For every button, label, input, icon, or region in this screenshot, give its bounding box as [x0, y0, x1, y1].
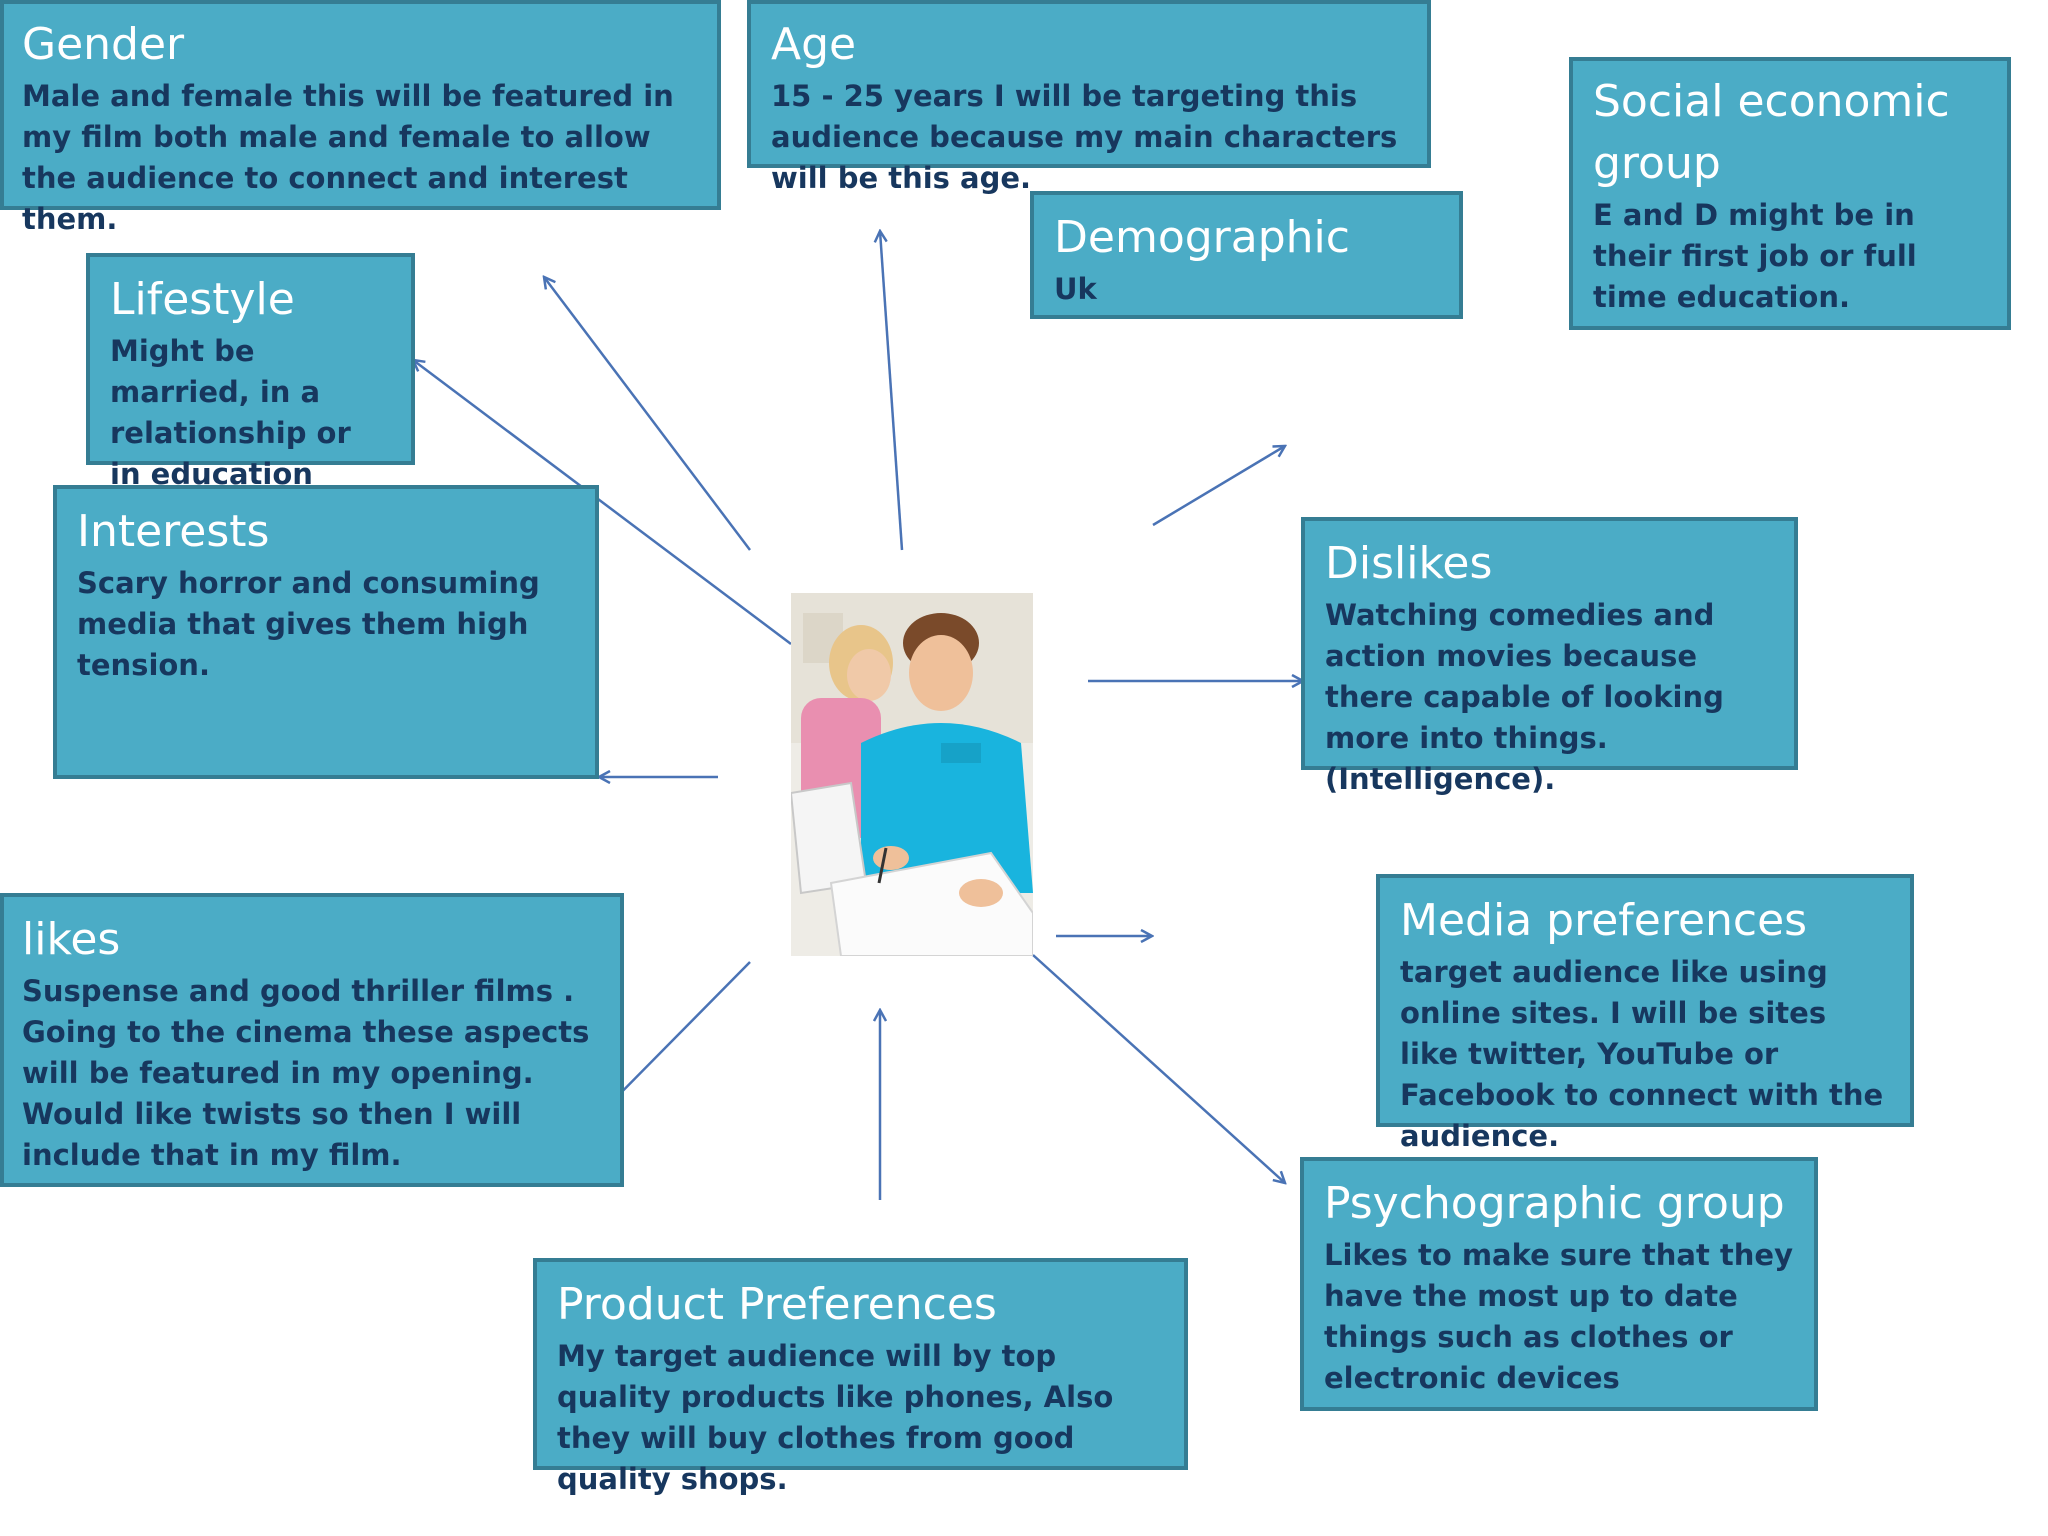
demographic-body: Uk [1054, 272, 1097, 306]
age-box: Age 15 - 25 years I will be targeting th… [747, 0, 1431, 195]
psychographic-group-body: Likes to make sure that they have the mo… [1324, 1238, 1793, 1395]
interests-title: Interests [77, 506, 270, 557]
arrow-to-psychographic [1032, 954, 1285, 1183]
arrow-to-demographic-area [1152, 446, 1285, 527]
product-preferences-body: My target audience will by top quality p… [557, 1339, 1114, 1496]
gender-body: Male and female this will be featured in… [22, 79, 674, 236]
product-preferences-title: Product Preferences [557, 1279, 997, 1330]
dislikes-body: Watching comedies and action movies beca… [1325, 598, 1724, 796]
social-economic-group-title: Social economic group [1593, 76, 1950, 189]
media-preferences-title: Media preferences [1400, 895, 1808, 946]
students-at-laptop-photo [791, 593, 1033, 956]
lifestyle-body: Might be married, in a relationship or i… [110, 334, 351, 491]
demographic-title: Demographic [1054, 212, 1350, 263]
social-economic-group-box: Social economic group E and D might be i… [1569, 57, 2011, 330]
gender-box: Gender Male and female this will be feat… [0, 0, 721, 236]
psychographic-group-title: Psychographic group [1324, 1178, 1785, 1229]
likes-title: likes [22, 914, 121, 965]
demographic-box: Demographic Uk [1030, 191, 1463, 319]
age-body: 15 - 25 years I will be targeting this a… [771, 79, 1398, 195]
likes-box: likes Suspense and good thriller films .… [0, 893, 624, 1187]
lifestyle-box: Lifestyle Might be married, in a relatio… [86, 253, 415, 491]
photo-illustration [791, 593, 1033, 956]
arrow-to-age [880, 231, 904, 551]
interests-box: Interests Scary horror and consuming med… [53, 485, 599, 779]
dislikes-title: Dislikes [1325, 538, 1493, 589]
dislikes-box: Dislikes Watching comedies and action mo… [1301, 517, 1798, 796]
gender-title: Gender [22, 19, 185, 70]
age-title: Age [771, 19, 857, 70]
arrow-to-lifestyle [413, 360, 792, 645]
media-preferences-box: Media preferences target audience like u… [1376, 874, 1914, 1153]
psychographic-group-box: Psychographic group Likes to make sure t… [1300, 1157, 1818, 1411]
likes-body: Suspense and good thriller films . Going… [22, 974, 590, 1172]
media-preferences-body: target audience like using online sites.… [1400, 955, 1884, 1153]
interests-body: Scary horror and consuming media that gi… [77, 566, 540, 682]
lifestyle-title: Lifestyle [110, 274, 295, 325]
social-economic-group-body: E and D might be in their first job or f… [1593, 198, 1917, 314]
product-preferences-box: Product Preferences My target audience w… [533, 1258, 1188, 1496]
arrow-to-gender [544, 277, 751, 551]
